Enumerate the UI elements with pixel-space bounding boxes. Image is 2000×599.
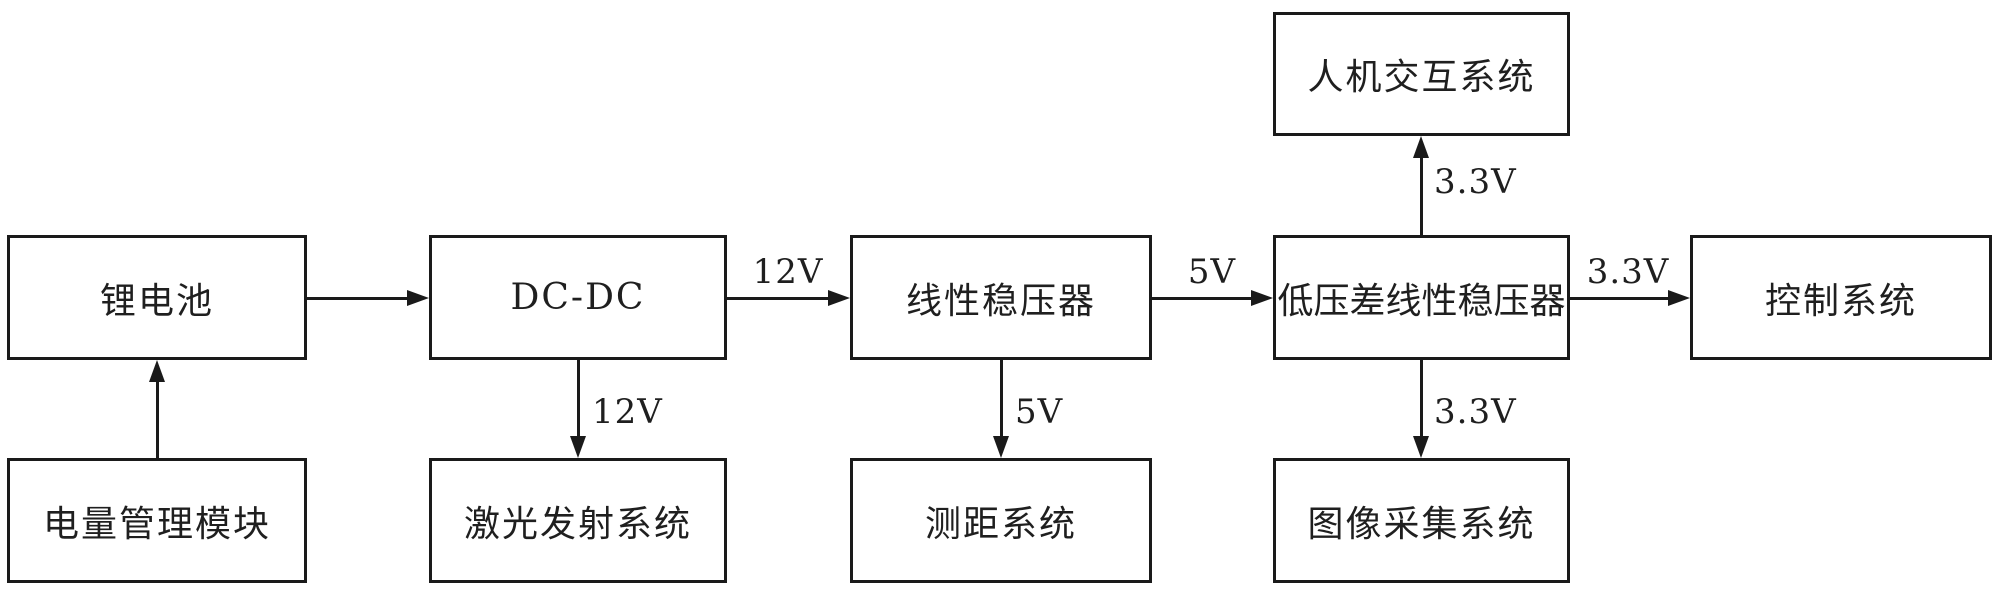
node-ldo-regulator: 低压差线性稳压器 — [1273, 235, 1570, 360]
arrowhead-up-icon — [149, 360, 165, 382]
node-power-management-module-label: 电量管理模块 — [42, 503, 271, 545]
node-laser-emission-system-label: 激光发射系统 — [463, 503, 692, 545]
node-laser-emission-system: 激光发射系统 — [429, 458, 727, 583]
node-power-management-module: 电量管理模块 — [7, 458, 307, 583]
arrow-battery-to-dcdc — [306, 297, 409, 300]
node-ranging-system-label: 测距系统 — [924, 503, 1077, 545]
node-control-system: 控制系统 — [1690, 235, 1992, 360]
arrowhead-right-icon — [1251, 290, 1273, 306]
node-dc-dc-converter: DC-DC — [429, 235, 727, 360]
edge-label-3-3v-ldo-to-image: 3.3V — [1434, 392, 1517, 432]
edge-label-5v-linear-to-ranging: 5V — [1015, 392, 1064, 432]
edge-label-12v-dcdc-to-linear: 12V — [752, 252, 824, 292]
edge-label-5v-linear-to-ldo: 5V — [1187, 252, 1237, 292]
node-image-acquisition-system-label: 图像采集系统 — [1307, 503, 1536, 545]
edge-label-12v-dcdc-to-laser: 12V — [592, 392, 663, 432]
node-ldo-regulator-label: 低压差线性稳压器 — [1277, 280, 1566, 322]
node-hmi-system: 人机交互系统 — [1273, 12, 1570, 136]
node-linear-regulator: 线性稳压器 — [850, 235, 1152, 360]
arrowhead-right-icon — [1668, 290, 1690, 306]
arrowhead-right-icon — [828, 290, 850, 306]
arrowhead-down-icon — [993, 436, 1009, 458]
edge-label-3-3v-ldo-to-control: 3.3V — [1586, 252, 1670, 292]
edge-label-3-3v-ldo-to-hmi: 3.3V — [1434, 162, 1517, 202]
node-image-acquisition-system: 图像采集系统 — [1273, 458, 1570, 583]
node-dc-dc-converter-label: DC-DC — [510, 277, 646, 318]
arrowhead-down-icon — [1413, 436, 1429, 458]
arrow-ldo-to-control-system — [1570, 297, 1668, 300]
arrow-dcdc-to-laser-system — [577, 360, 580, 438]
arrow-ldo-to-image-acquisition-system — [1420, 360, 1423, 438]
arrow-dcdc-to-linear-regulator — [727, 297, 828, 300]
arrowhead-down-icon — [570, 436, 586, 458]
arrow-linear-regulator-to-ranging-system — [1000, 360, 1003, 438]
node-control-system-label: 控制系统 — [1764, 280, 1917, 322]
arrow-power-management-to-battery — [156, 380, 159, 458]
arrowhead-up-icon — [1413, 136, 1429, 158]
node-linear-regulator-label: 线性稳压器 — [905, 280, 1096, 322]
node-hmi-system-label: 人机交互系统 — [1307, 57, 1536, 98]
arrow-linear-regulator-to-ldo — [1152, 297, 1251, 300]
node-lithium-battery-label: 锂电池 — [99, 280, 214, 322]
node-ranging-system: 测距系统 — [850, 458, 1152, 583]
arrowhead-right-icon — [407, 290, 429, 306]
node-lithium-battery: 锂电池 — [7, 235, 307, 360]
arrow-ldo-to-hmi-system — [1420, 156, 1423, 235]
